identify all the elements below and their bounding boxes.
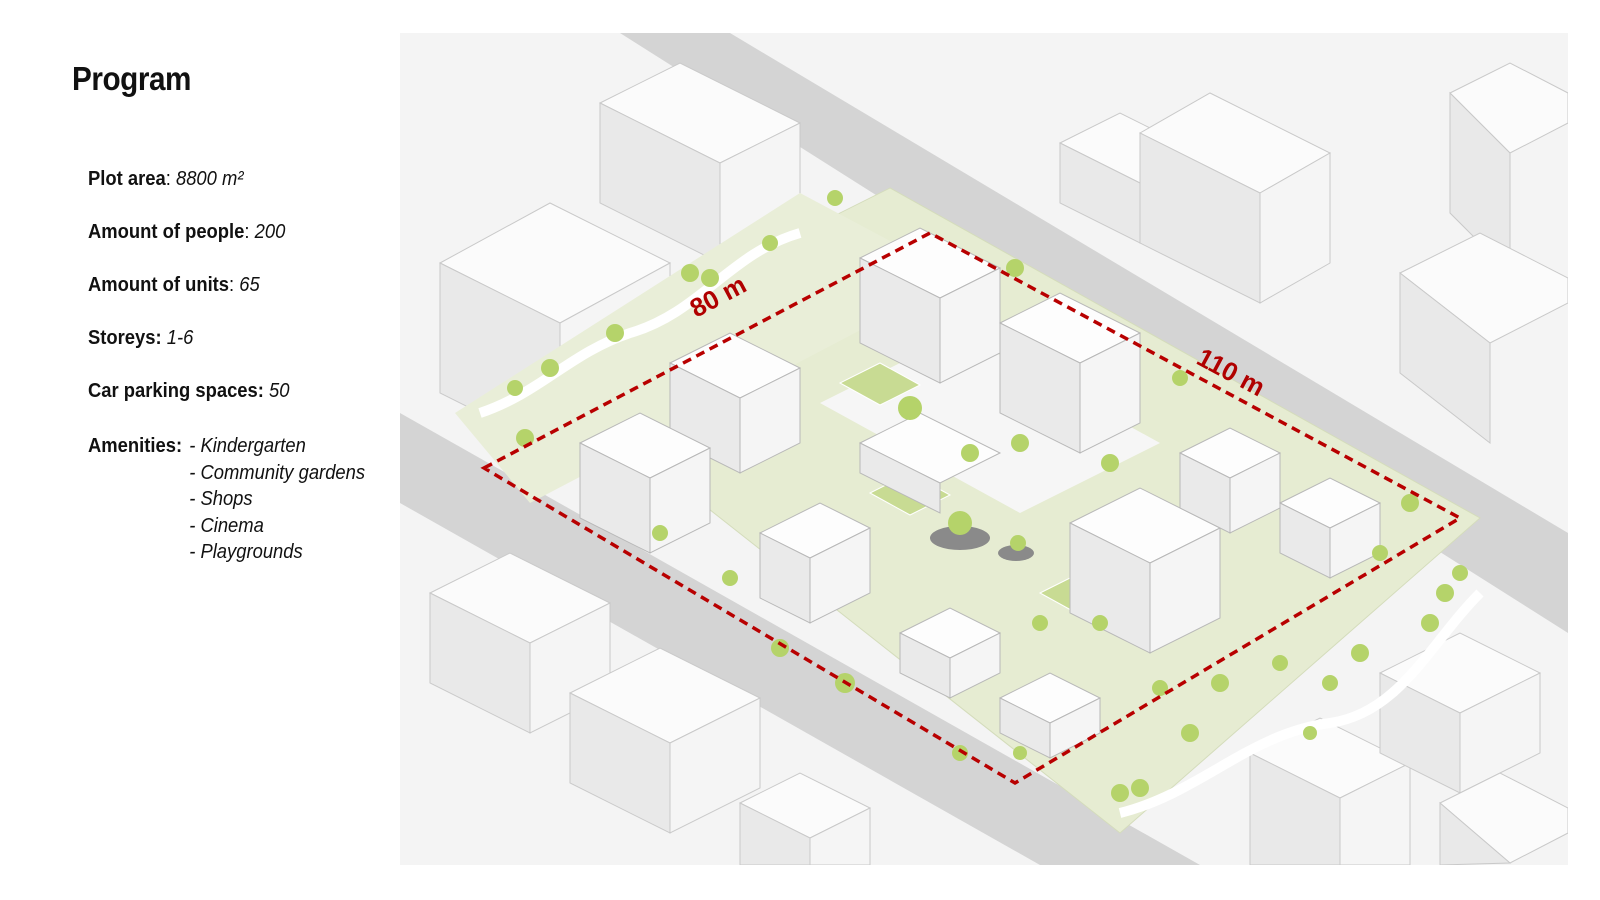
context-building — [1399, 232, 1568, 445]
spec-separator: : — [229, 274, 240, 296]
spec-value: 200 — [254, 221, 286, 243]
park-path — [1118, 589, 1484, 818]
site-axonometric-diagram: 80 m 110 m — [400, 33, 1568, 865]
site-building — [898, 607, 1002, 699]
amenity-item: - Playgrounds — [189, 541, 303, 563]
context-building — [1378, 632, 1542, 794]
site-building — [1178, 427, 1282, 534]
page-title: Program — [72, 60, 191, 97]
context-building — [1449, 62, 1568, 275]
spec-label: Amount of units — [88, 274, 230, 296]
context-building — [1248, 717, 1412, 865]
context-building — [1439, 772, 1568, 865]
spec-units: Amount of units: 65 — [88, 274, 392, 327]
site-building — [858, 412, 1002, 514]
spec-plot-area: Plot area: 8800 m² — [88, 168, 392, 221]
amenity-item: - Community gardens — [189, 461, 366, 484]
amenity-item: - Kindergarten — [189, 435, 306, 457]
spec-label: Amount of people — [88, 221, 245, 243]
site-svg: 80 m 110 m — [400, 33, 1568, 865]
spec-label: Plot area — [88, 168, 166, 190]
context-building — [1138, 92, 1332, 304]
site-building — [758, 502, 872, 624]
spec-value: 50 — [269, 380, 290, 402]
context-building — [428, 552, 612, 734]
site-building — [1068, 487, 1222, 654]
context-building — [568, 647, 762, 834]
site-buildings — [578, 227, 1382, 759]
spec-label: Car parking spaces: — [88, 380, 264, 402]
spec-amenities: Amenities: - Kindergarten - Community ga… — [88, 433, 392, 563]
site-building — [1278, 477, 1382, 579]
site-building — [578, 412, 712, 554]
site-building — [858, 227, 1002, 384]
spec-value: 65 — [239, 274, 260, 296]
trees — [507, 190, 1468, 802]
site-building — [998, 672, 1102, 759]
spec-separator: : — [165, 168, 176, 190]
sunken-garden — [930, 526, 990, 550]
site-boundary — [480, 231, 1464, 786]
spec-separator: : — [244, 221, 255, 243]
park-path — [478, 228, 802, 418]
spec-people: Amount of people: 200 — [88, 221, 392, 274]
spec-value: 1-6 — [166, 327, 194, 349]
amenity-item: - Cinema — [189, 514, 264, 537]
spec-parking: Car parking spaces: 50 — [88, 380, 392, 433]
spec-storeys: Storeys: 1-6 — [88, 327, 392, 380]
spec-value: 8800 m² — [175, 168, 244, 190]
sunken-garden — [998, 545, 1034, 561]
spec-label: Storeys: — [88, 327, 162, 349]
amenity-item: - Shops — [189, 488, 253, 510]
amenities-label: Amenities: — [88, 435, 183, 457]
program-specs: Plot area: 8800 m² Amount of people: 200… — [88, 168, 392, 563]
context-building — [738, 772, 872, 865]
site-building — [998, 292, 1142, 454]
amenities-list: - Kindergarten - Community gardens - Sho… — [189, 433, 365, 566]
